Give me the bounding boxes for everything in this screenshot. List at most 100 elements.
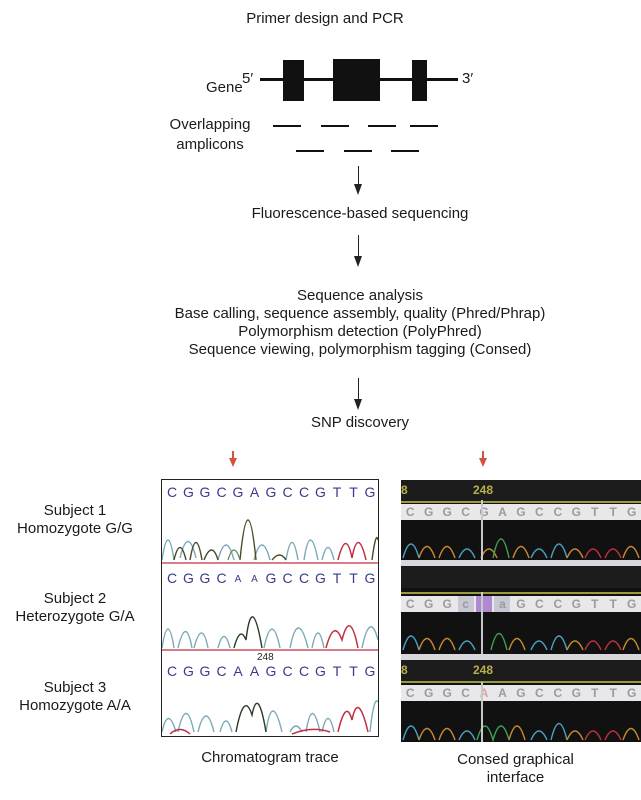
base: T [332,484,342,500]
base: G [265,570,277,586]
base: G [364,484,376,500]
snp-base: A [233,663,243,679]
base: T [349,570,358,586]
step-analysis-line-3: Sequence viewing, polymorphism tagging (… [188,341,532,358]
base: G [364,570,376,586]
base: G [199,484,211,500]
base: G [315,570,326,586]
consed-caption-2: interface [486,769,545,786]
diagram-title: Primer design and PCR [246,10,404,27]
amplicon-top-1 [273,125,301,127]
subject-1-name: Subject 1 [43,502,107,519]
amplicon-top-4 [410,125,438,127]
consed-position-label: 248 [473,483,494,497]
base: C [298,663,310,679]
subject-1-genotype: Homozygote G/G [17,520,133,537]
exon-1 [283,60,304,101]
exon-3 [412,60,427,101]
consed-traces-1 [402,538,640,559]
base: G [265,663,277,679]
amplicons-label-2: amplicons [176,136,244,153]
subject-2-genotype: Heterozygote G/A [15,608,135,625]
consed-caption-1: Consed graphical [457,751,574,768]
step-analysis-line-1: Base calling, sequence assembly, quality… [174,305,546,322]
base: A [249,663,260,679]
base: C [166,484,178,500]
amplicon-bottom-1 [296,150,324,152]
amplicon-top-2 [321,125,349,127]
gene-label: Gene [206,79,243,96]
trace-row2-red [325,625,359,649]
base: G [315,484,326,500]
base: C [216,663,227,679]
base: G [364,663,376,679]
consed-edge-label: 8 [401,483,408,497]
step-analysis-title: Sequence analysis [297,287,423,304]
amplicon-bottom-2 [344,150,372,152]
trace-row2-blue [162,626,378,649]
five-prime-label: 5′ [242,70,254,87]
base: G [183,570,194,586]
step-sequencing: Fluorescence-based sequencing [251,205,469,222]
chromatogram-traces [162,519,378,735]
consed-header [401,480,641,502]
step-analysis-line-2: Polymorphism detection (PolyPhred) [238,323,482,340]
trace-row1-green [227,549,241,561]
base: C [298,484,310,500]
base: T [332,663,342,679]
base: T [332,570,342,586]
trace-row3-red [169,706,369,735]
snp-base: G [232,484,244,500]
trace-row3-black [235,702,267,733]
base: G [183,484,194,500]
base: G [265,484,277,500]
step-snp-discovery: SNP discovery [310,414,410,431]
base: C [166,570,178,586]
base: C [282,663,293,679]
chromatogram-caption: Chromatogram trace [201,749,339,766]
amplicon-bottom-3 [391,150,419,152]
base: C [282,570,293,586]
chromatogram-position-label: 248 [257,652,274,663]
subject-3-name: Subject 3 [43,679,107,696]
base: C [282,484,293,500]
snp-base: A [234,574,242,585]
base: T [349,484,358,500]
exon-2 [333,59,380,101]
base: C [216,570,227,586]
consed-traces-2 [402,632,640,651]
trace-row2-black [233,616,263,649]
trace-row1-black [173,519,378,561]
trace-row1-red [337,541,367,561]
amplicons-label-1: Overlapping [169,116,251,133]
base: A [249,484,260,500]
base: C [166,663,178,679]
base: C [216,484,227,500]
subject-2-name: Subject 2 [43,590,107,607]
chromatogram-panel [161,479,379,737]
trace-row3-blue [162,700,378,733]
trace-row1-blue [162,539,335,561]
base: A [251,574,258,585]
amplicon-top-3 [368,125,396,127]
three-prime-label: 3′ [462,70,474,87]
subject-3-genotype: Homozygote A/A [19,697,131,714]
consed-cursor [481,500,483,560]
base: G [183,663,194,679]
base: G [199,570,211,586]
consed-traces-3 [402,722,640,742]
base: G [199,663,211,679]
base: T [349,663,358,679]
base: C [298,570,310,586]
base: G [315,663,326,679]
consed-ruler [401,501,641,503]
